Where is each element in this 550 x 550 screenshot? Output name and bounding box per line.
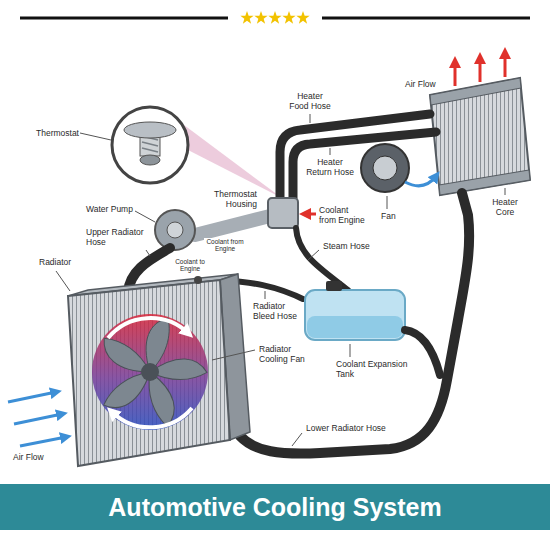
part-label: Steam Hose xyxy=(322,242,371,252)
water-pump xyxy=(155,210,195,250)
tank-cap xyxy=(326,281,342,291)
rotation-arrow xyxy=(112,408,192,427)
leader-line xyxy=(505,188,506,195)
part-label: Air Flow xyxy=(12,453,45,463)
thermostat-cup xyxy=(140,155,160,165)
leader-line xyxy=(330,148,331,155)
air-flow-arrow xyxy=(20,437,66,446)
part-label: Air Flow xyxy=(404,80,437,90)
pump-pulley xyxy=(167,222,183,238)
thermostat-spring xyxy=(142,142,158,146)
blower-flow-arrow xyxy=(405,176,436,186)
leader-line xyxy=(310,114,311,123)
diagram-title: Automotive Cooling System xyxy=(0,484,550,530)
leader-line xyxy=(146,250,150,256)
coolant-in-arrow xyxy=(305,213,316,216)
leader-line xyxy=(80,133,111,140)
part-label: Coolant from Engine xyxy=(204,238,246,253)
part-label: Radiator Bleed Hose xyxy=(252,302,304,322)
leader-line xyxy=(56,271,70,291)
part-label: Heater Core xyxy=(486,198,524,218)
radiator-cap xyxy=(194,276,202,284)
housing-pipe xyxy=(195,216,270,235)
part-label: Coolant Expansion Tank xyxy=(335,360,412,380)
leader-line xyxy=(212,350,255,360)
star-icon xyxy=(282,11,295,24)
star-icon xyxy=(296,11,309,24)
part-label: Water Pump xyxy=(85,205,134,215)
magnifier-circle xyxy=(112,107,188,183)
blower-hub xyxy=(373,156,397,180)
leader-line xyxy=(292,433,302,446)
part-label: Thermostat Housing xyxy=(206,190,258,210)
blower-fan xyxy=(361,144,409,192)
steam-hose xyxy=(296,228,348,290)
heater-core-tank xyxy=(430,78,521,105)
header-rule xyxy=(322,17,530,20)
air-flow-arrow xyxy=(479,58,482,82)
expansion-tank xyxy=(305,290,405,340)
thermostat-flange xyxy=(124,122,176,138)
leader-line xyxy=(265,291,266,299)
leader-line xyxy=(135,211,155,222)
air-flow-arrow xyxy=(454,62,457,86)
air-flow-arrow xyxy=(8,392,56,402)
part-label: Coolant to Engine xyxy=(169,258,211,273)
air-flow-arrow xyxy=(504,53,507,77)
cooling-fan-disc xyxy=(92,314,208,430)
leader-line xyxy=(308,250,319,260)
part-label: Lower Radiator Hose xyxy=(305,424,387,434)
title-band xyxy=(0,484,550,530)
part-label: Radiator Cooling Fan xyxy=(258,345,312,365)
leader-line xyxy=(350,344,351,357)
heater-feed-hose xyxy=(280,114,430,198)
rotation-arrow xyxy=(108,318,188,338)
heater-return-hose xyxy=(293,132,436,198)
lower-radiator-hose xyxy=(240,193,469,454)
part-label: Coolant from Engine xyxy=(318,206,368,226)
air-flow-arrow xyxy=(14,414,62,424)
star-icon xyxy=(254,11,267,24)
part-label: Heater Return Hose xyxy=(304,158,356,178)
thermostat-spring xyxy=(142,148,158,152)
star-icon xyxy=(240,11,253,24)
part-label: Thermostat xyxy=(35,129,80,139)
part-label: Heater Food Hose xyxy=(287,92,333,112)
heater-core xyxy=(430,78,530,195)
header-rule xyxy=(20,17,228,20)
part-label: Upper Radiator Hose xyxy=(85,228,149,248)
radiator-core xyxy=(68,280,230,466)
magnifier-wedge xyxy=(180,122,282,198)
part-label: Fan xyxy=(380,212,397,222)
part-label: Radiator xyxy=(38,258,72,268)
fan-hub xyxy=(141,363,159,381)
leader-line xyxy=(387,196,388,209)
heater-core-tank xyxy=(439,170,530,195)
tank-coolant xyxy=(307,316,403,338)
star-icon xyxy=(268,11,281,24)
thermostat-housing xyxy=(268,198,298,228)
